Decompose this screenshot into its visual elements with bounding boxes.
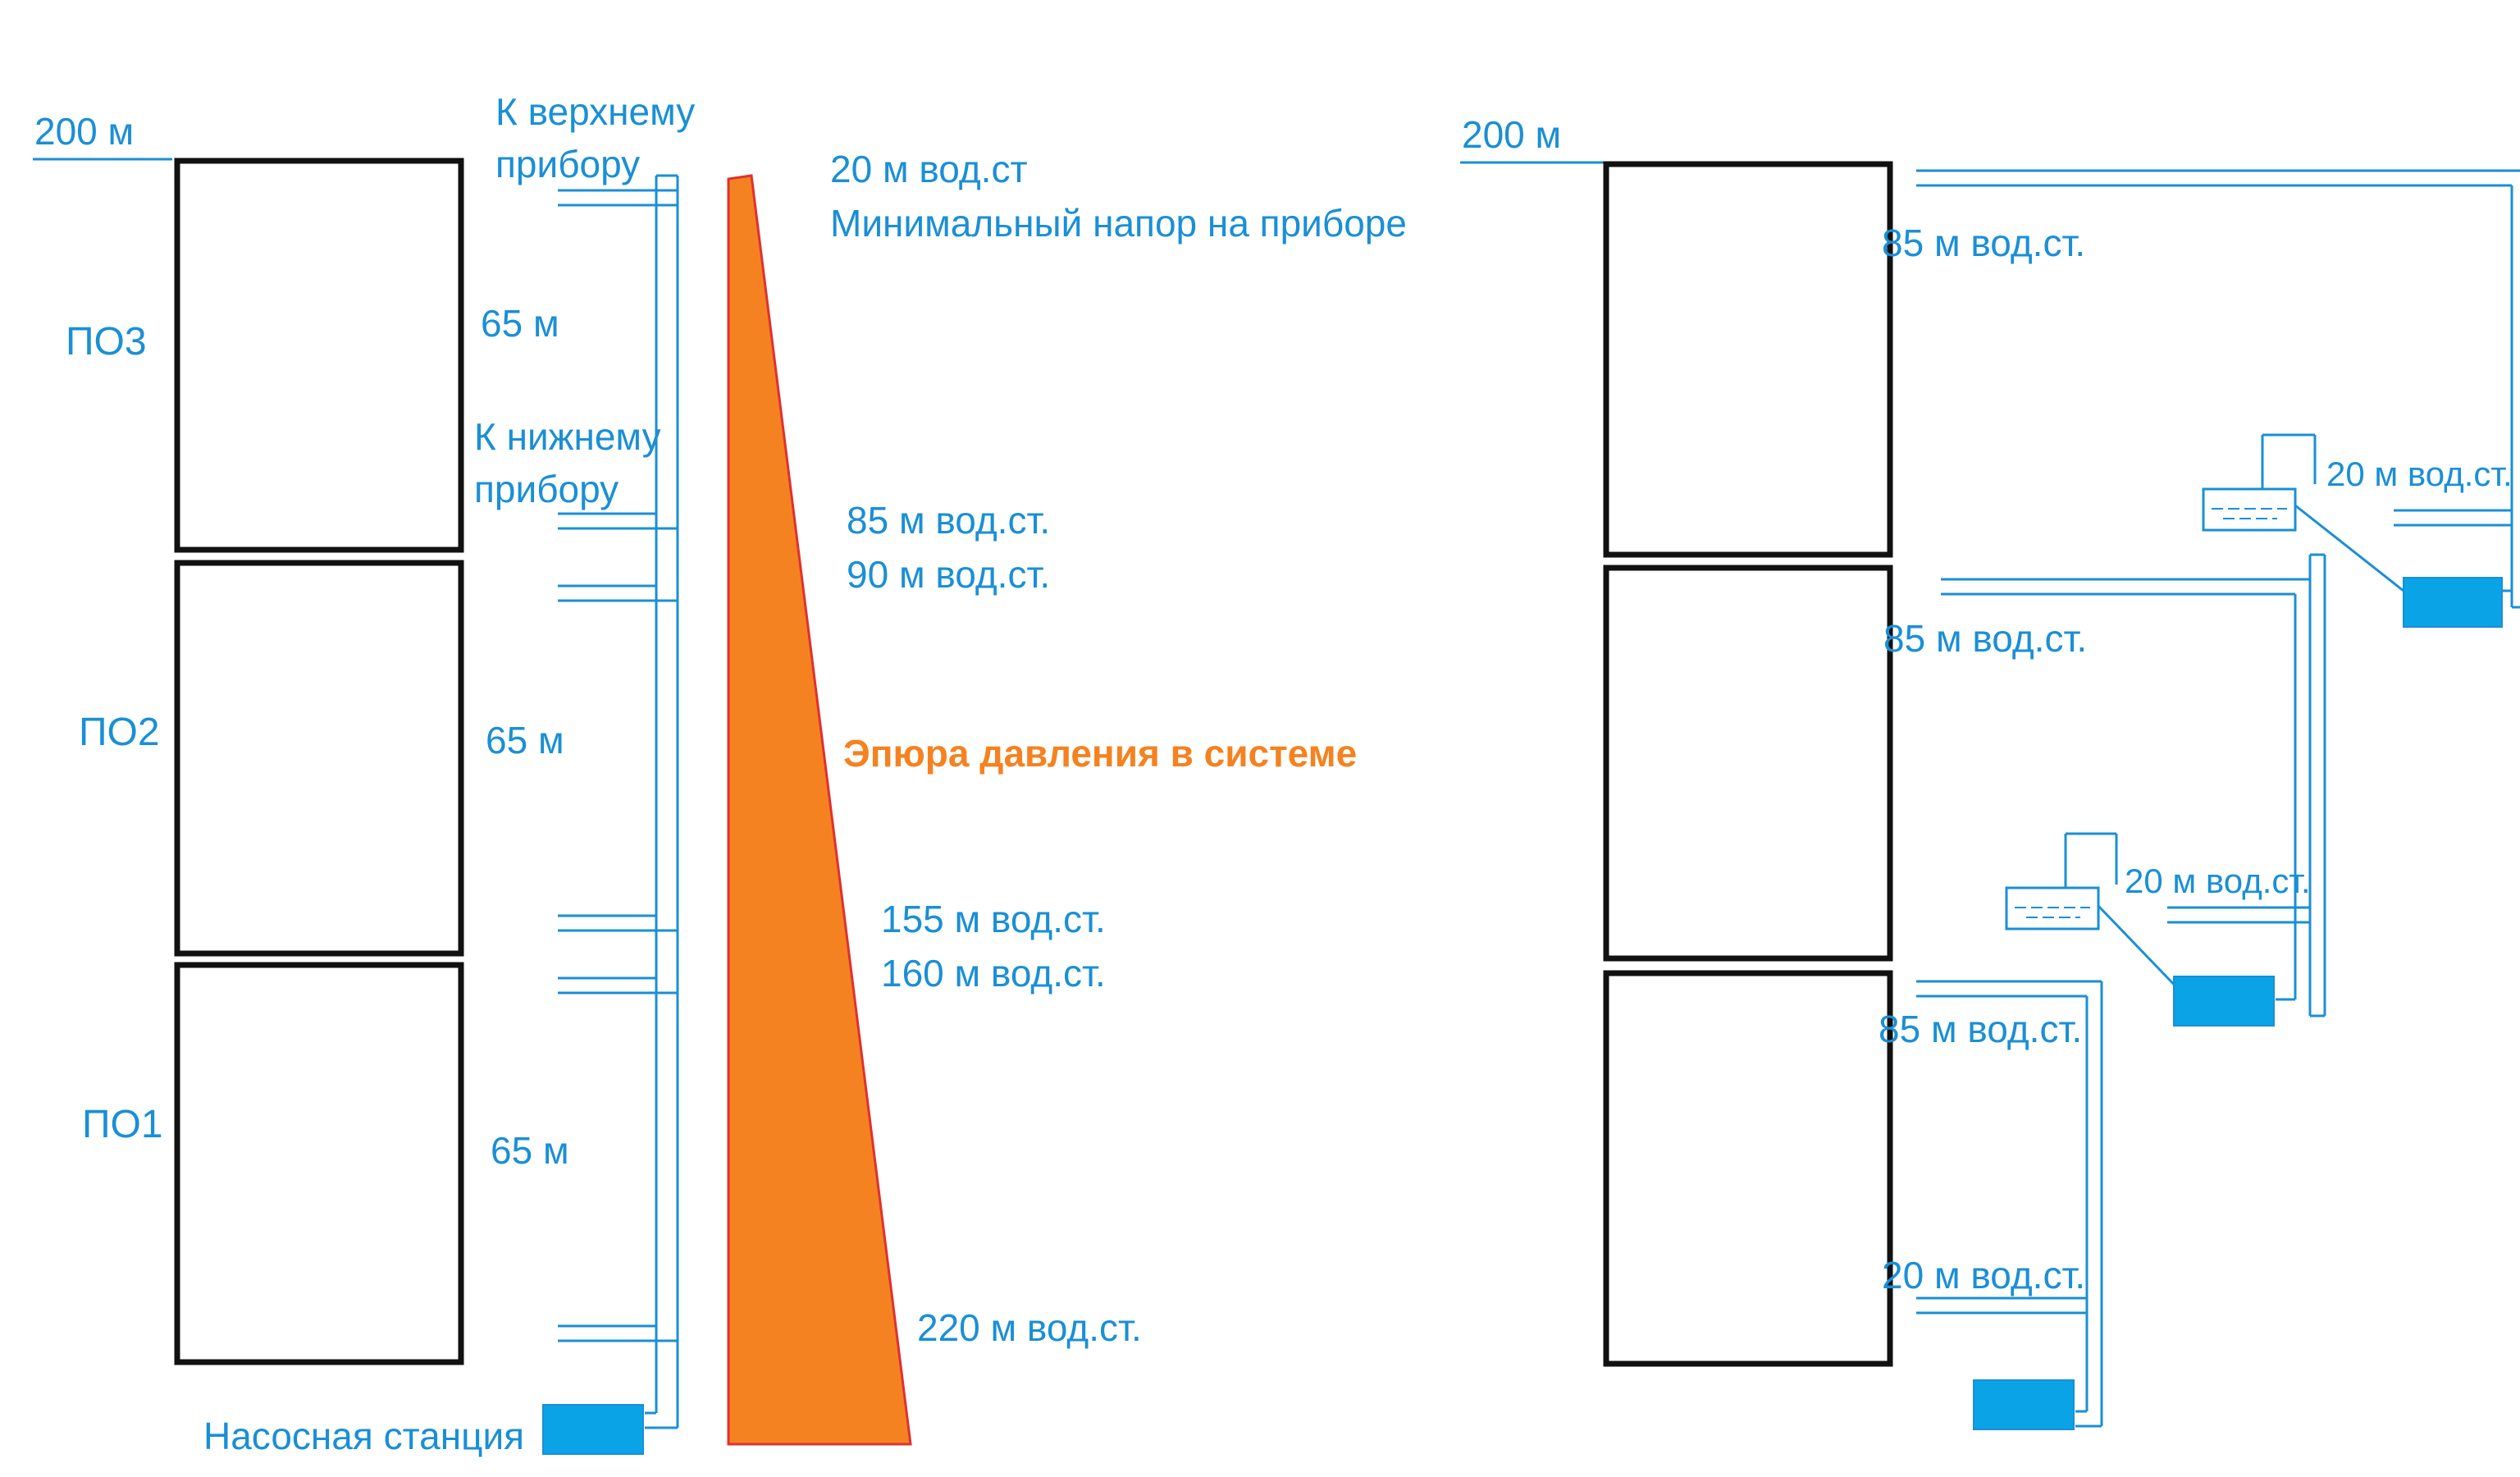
right-pressure-label-zone1: 85 м вод.ст. — [1879, 1008, 2082, 1050]
left-riser — [558, 174, 679, 1429]
lower-tank-label: 20 м вод.ст. — [2125, 862, 2311, 900]
lower-break-tank — [2005, 832, 2184, 995]
pressure-label-155: 155 м вод.ст. — [881, 898, 1106, 940]
right-middle-pump — [2173, 976, 2275, 1027]
zone-2-block — [174, 560, 464, 957]
right-pressure-label-zone2: 85 м вод.ст. — [1883, 617, 2087, 660]
right-middle-pipe — [1941, 553, 2326, 1017]
to-lower-device-label-2: прибору — [474, 468, 619, 510]
epure-label: Эпюра давления в системе — [843, 732, 1357, 775]
right-lower-pump — [1973, 1379, 2075, 1430]
min-head-value: 20 м вод.ст — [830, 148, 1028, 190]
right-height-label: 200 м — [1462, 113, 1561, 156]
to-lower-device-label-1: К нижнему — [474, 415, 661, 458]
zone-2-label: ПО2 — [79, 711, 160, 754]
right-zone-2-block — [1603, 565, 1893, 962]
zone-3-height: 65 м — [481, 302, 559, 345]
zone-3-label: ПО3 — [66, 320, 147, 364]
right-upper-pump — [2403, 577, 2503, 628]
right-zone-1-block — [1603, 970, 1893, 1367]
pressure-epure — [727, 174, 912, 1446]
right-upper-pipe — [1916, 169, 2520, 609]
zone-1-label: ПО1 — [82, 1103, 163, 1146]
pressure-label-90: 90 м вод.ст. — [847, 553, 1050, 596]
left-diagram: 200 м ПО3 ПО2 ПО1 65 м 65 м 65 м — [33, 90, 1407, 1457]
pressure-label-220: 220 м вод.ст. — [917, 1306, 1142, 1349]
right-zone-3-block — [1603, 161, 1893, 558]
left-height-label: 200 м — [34, 110, 134, 153]
upper-break-tank — [2202, 433, 2404, 592]
zone-1-block — [174, 962, 464, 1365]
min-head-caption: Минимальный напор на приборе — [830, 202, 1407, 245]
pressure-label-160: 160 м вод.ст. — [881, 952, 1106, 995]
right-pressure-label-bottom: 20 м вод.ст. — [1882, 1254, 2085, 1296]
right-lower-pipe — [1916, 980, 2103, 1428]
zone-2-height: 65 м — [486, 719, 564, 761]
right-pressure-label-zone3: 85 м вод.ст. — [1882, 222, 2085, 264]
zone-3-block — [174, 158, 464, 553]
zone-1-height: 65 м — [491, 1129, 569, 1172]
pressure-label-85: 85 м вод.ст. — [847, 499, 1050, 542]
right-diagram: 200 м 20 м вод.ст. — [1460, 113, 2520, 1430]
to-upper-device-label-1: К верхнему — [495, 90, 695, 133]
upper-tank-label: 20 м вод.ст. — [2326, 455, 2513, 493]
left-pump-station — [542, 1404, 644, 1455]
pump-station-label: Насосная станция — [203, 1415, 524, 1457]
to-upper-device-label-2: прибору — [495, 143, 640, 185]
